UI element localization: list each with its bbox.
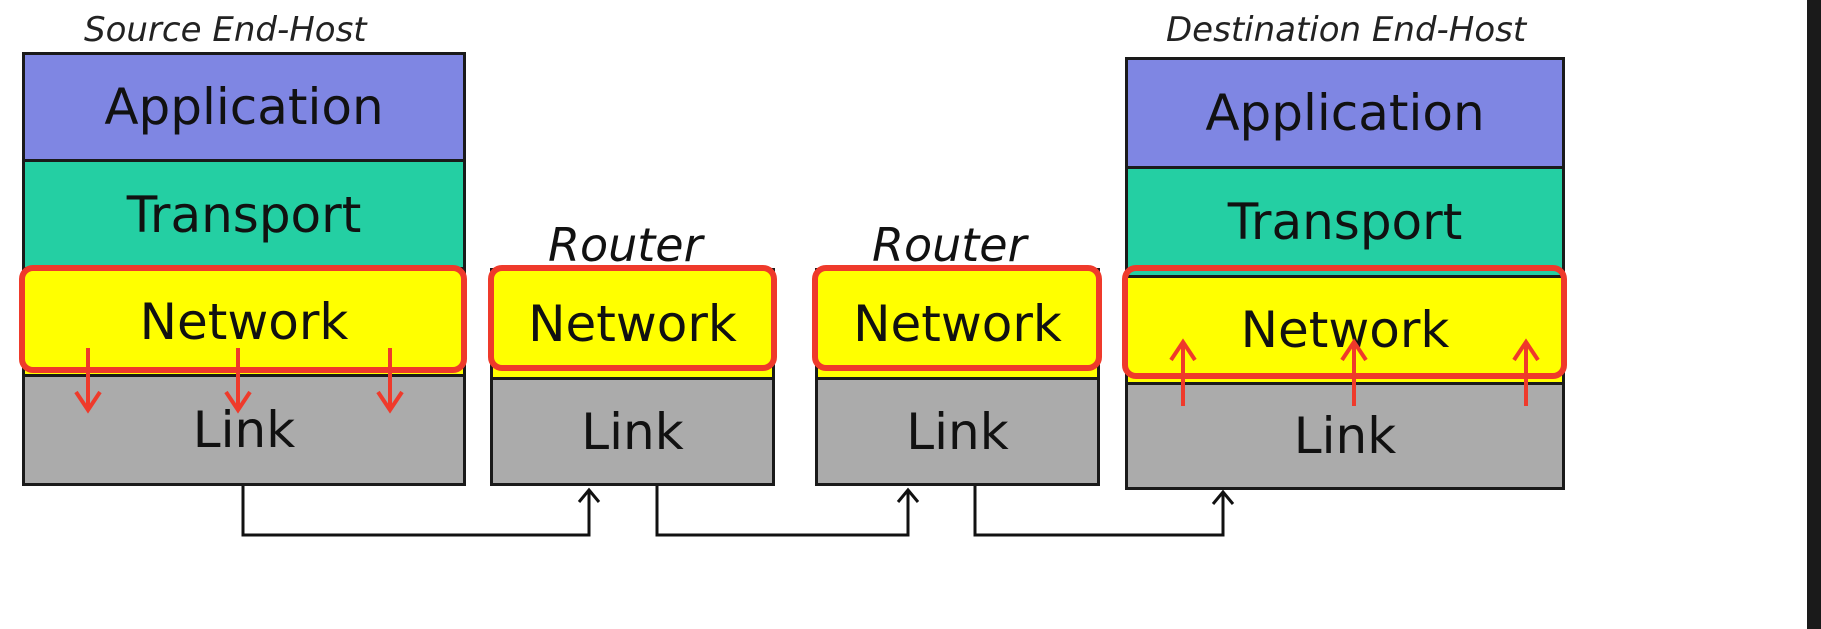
destination-transport-layer: Transport bbox=[1125, 166, 1565, 278]
router-2-link-layer: Link bbox=[815, 377, 1100, 486]
link-wire bbox=[241, 486, 601, 537]
destination-end-host-label: Destination End-Host bbox=[1166, 10, 1527, 50]
source-application-layer: Application bbox=[22, 52, 466, 162]
destination-host-stack: Application Transport Network Link bbox=[1125, 57, 1565, 490]
link-wire bbox=[973, 486, 1235, 537]
router-1-link-layer: Link bbox=[490, 377, 775, 486]
router-2-stack: Network Link bbox=[815, 268, 1100, 486]
router-2-label: Router bbox=[872, 218, 1027, 272]
destination-network-highlight bbox=[1122, 265, 1567, 379]
router-1-label: Router bbox=[548, 218, 703, 272]
right-edge-strip bbox=[1807, 0, 1821, 629]
link-wire bbox=[655, 486, 920, 537]
up-arrow bbox=[1512, 338, 1540, 406]
destination-link-layer: Link bbox=[1125, 382, 1565, 490]
up-arrow bbox=[1340, 338, 1368, 406]
up-arrow bbox=[1169, 338, 1197, 406]
source-host-stack: Application Transport Network Link bbox=[22, 52, 466, 486]
router-2-network-highlight bbox=[812, 265, 1102, 371]
destination-application-layer: Application bbox=[1125, 57, 1565, 169]
router-1-network-highlight bbox=[488, 265, 777, 371]
source-network-highlight bbox=[19, 265, 467, 373]
source-end-host-label: Source End-Host bbox=[84, 10, 367, 50]
down-arrow bbox=[224, 348, 252, 414]
destination-network-layer: Network bbox=[1125, 275, 1565, 385]
down-arrow bbox=[74, 348, 102, 414]
down-arrow bbox=[376, 348, 404, 414]
router-2-network-layer: Network bbox=[815, 268, 1100, 380]
